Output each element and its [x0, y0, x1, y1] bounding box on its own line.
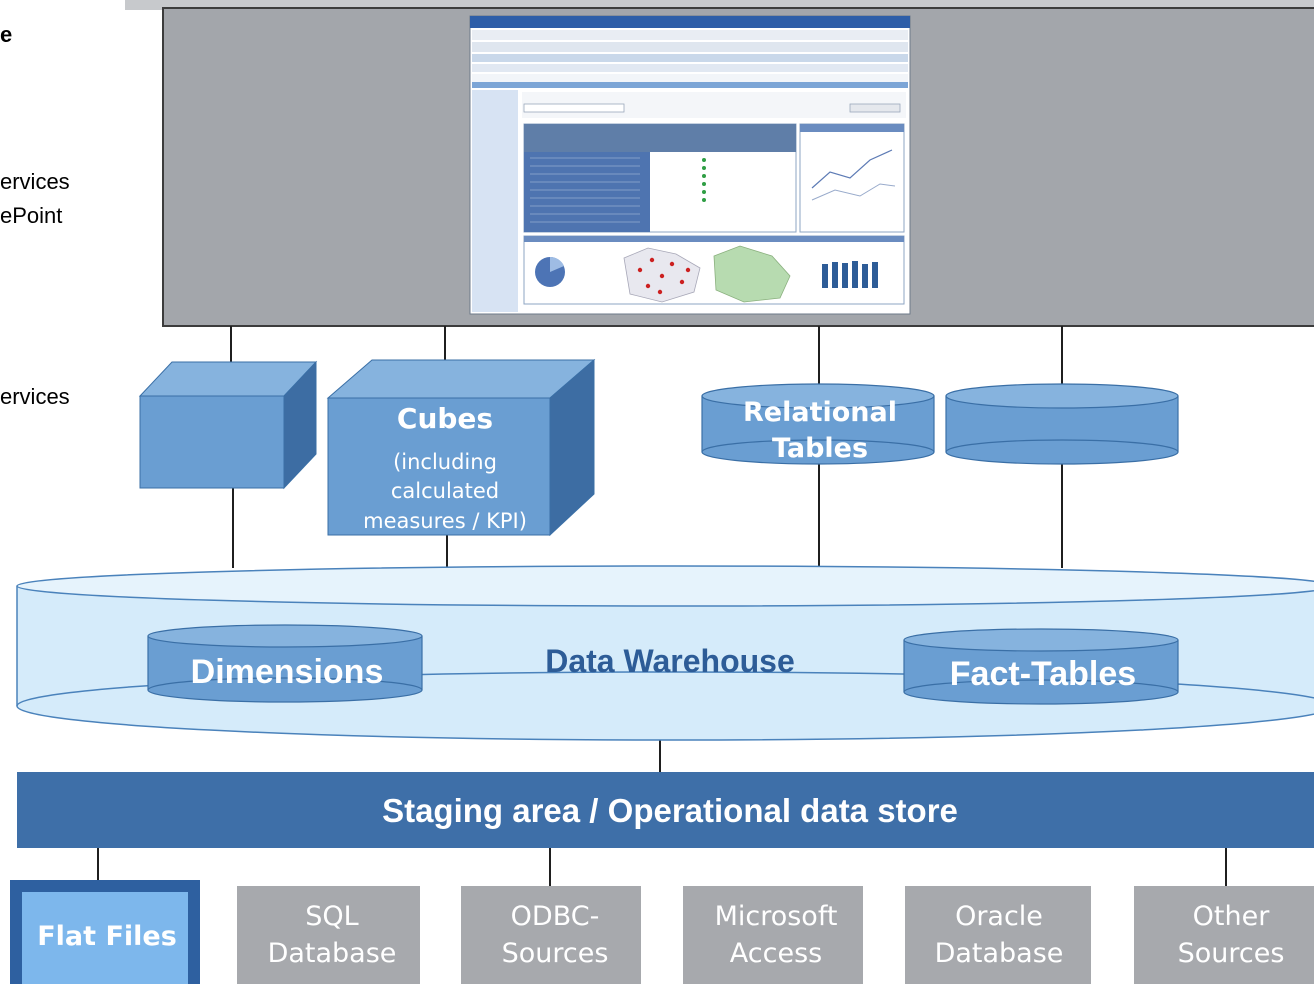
connector-lines: [97, 326, 1227, 886]
source-sql-database: SQL Database: [237, 886, 420, 984]
dimensions-label: Dimensions: [191, 653, 384, 691]
source-label: Other: [1193, 901, 1271, 932]
sidebar-line-1: e: [0, 22, 12, 47]
source-label: Database: [268, 938, 397, 969]
source-label: SQL: [305, 901, 358, 932]
source-label: Flat Files: [37, 921, 177, 952]
staging-area-bar: Staging area / Operational data store: [17, 772, 1314, 848]
source-other-sources: Other Sources: [1134, 886, 1314, 984]
relational-label-1: Relational: [743, 397, 897, 428]
staging-label: Staging area / Operational data store: [382, 792, 958, 829]
sidebar-line-2: ervices: [0, 169, 70, 194]
warehouse-title: Data Warehouse: [545, 643, 795, 679]
sidebar-line-3: ePoint: [0, 203, 62, 228]
sidebar-line-4: ervices: [0, 384, 70, 409]
relational-tables-cylinder: Relational Tables: [701, 383, 935, 465]
dashboard-screenshot: [469, 15, 911, 315]
cubes-block: Cubes (including calculated measures / K…: [326, 358, 596, 537]
cubes-sub-3: measures / KPI): [363, 509, 527, 533]
data-warehouse: Data Warehouse Dimensions Fact-Tables: [16, 565, 1314, 741]
source-label: Sources: [1178, 938, 1285, 969]
dimensions-cylinder: Dimensions: [147, 624, 423, 703]
relational-label-2: Tables: [772, 433, 868, 464]
fact-tables-label: Fact-Tables: [950, 655, 1136, 693]
top-strip: [125, 0, 1314, 10]
cubes-sub-1: (including: [393, 450, 497, 474]
source-label: Access: [730, 938, 822, 969]
source-label: ODBC-: [511, 901, 600, 932]
source-microsoft-access: Microsoft Access: [683, 886, 863, 984]
source-label: Microsoft: [715, 901, 838, 932]
source-label: Sources: [502, 938, 609, 969]
small-cube: [138, 360, 318, 490]
source-oracle-database: Oracle Database: [905, 886, 1091, 984]
source-odbc-sources: ODBC- Sources: [461, 886, 641, 984]
cubes-sub-2: calculated: [391, 479, 499, 503]
source-label: Database: [935, 938, 1064, 969]
source-label: Oracle: [955, 901, 1043, 932]
fact-tables-cylinder: Fact-Tables: [903, 628, 1179, 705]
cubes-title: Cubes: [397, 402, 493, 435]
source-flat-files: Flat Files: [10, 880, 200, 984]
blank-cylinder: [945, 383, 1179, 465]
